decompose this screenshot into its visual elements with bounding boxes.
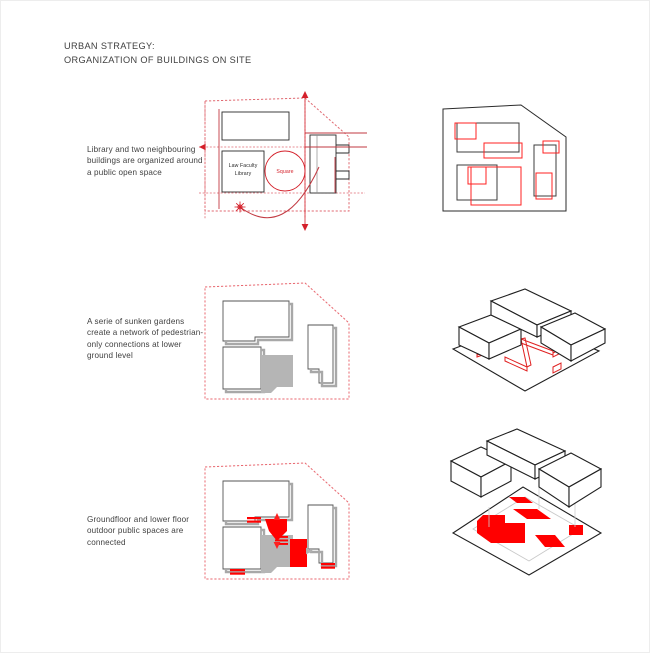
ground-plane (451, 486, 603, 576)
plan-connected-public-space (197, 453, 372, 598)
site-boundary-dashed (204, 282, 350, 400)
building-east-block (309, 134, 350, 194)
building-law-faculty-library: Law Faculty Library (221, 150, 265, 193)
axonometric-connected-public-space (429, 425, 609, 580)
sunken-garden-grey-area (261, 355, 293, 393)
red-emphasis-lines (305, 132, 367, 193)
building-volume-right (539, 312, 607, 362)
public-space-red-bars (230, 517, 335, 575)
label-square: Square (276, 169, 293, 175)
connection-arrows-red (273, 513, 313, 555)
building-volume-right (537, 452, 603, 509)
proposed-buildings-red (454, 122, 560, 206)
building-southwest-block (222, 346, 266, 394)
plan-urban-massing: Law Faculty Library Square (197, 89, 372, 244)
building-north-block (222, 480, 294, 526)
arrow-west-connection (199, 143, 206, 151)
node-starburst-marker (234, 201, 246, 213)
public-square-circle: Square (264, 150, 306, 192)
page-title: URBAN STRATEGY: ORGANIZATION OF BUILDING… (64, 39, 252, 67)
caption-row-2: A serie of sunken gardens create a netwo… (87, 317, 204, 361)
axonometric-sunken-garden-network (429, 279, 609, 409)
label-law-faculty: Law Faculty (229, 163, 258, 169)
building-north-block (221, 111, 290, 141)
building-east-block (307, 504, 338, 568)
plan-sunken-gardens (197, 273, 372, 418)
public-space-red-fills (265, 519, 307, 567)
existing-buildings-black (456, 122, 557, 201)
caption-row-3: Groundfloor and lower floor outdoor publ… (87, 515, 190, 547)
title-line-2: ORGANIZATION OF BUILDINGS ON SITE (64, 55, 252, 65)
building-north-block (222, 300, 294, 346)
site-boundary-dashed (204, 462, 350, 580)
site-plan-overlay-rectangles (433, 97, 583, 222)
pedestrian-route-arc (239, 166, 320, 219)
label-library: Library (235, 171, 252, 177)
title-line-1: URBAN STRATEGY: (64, 41, 155, 51)
building-southwest-block (222, 526, 266, 574)
arrow-vertical-axis (301, 91, 309, 231)
building-east-block (307, 324, 338, 388)
caption-row-1: Library and two neighbouring buildings a… (87, 145, 203, 177)
